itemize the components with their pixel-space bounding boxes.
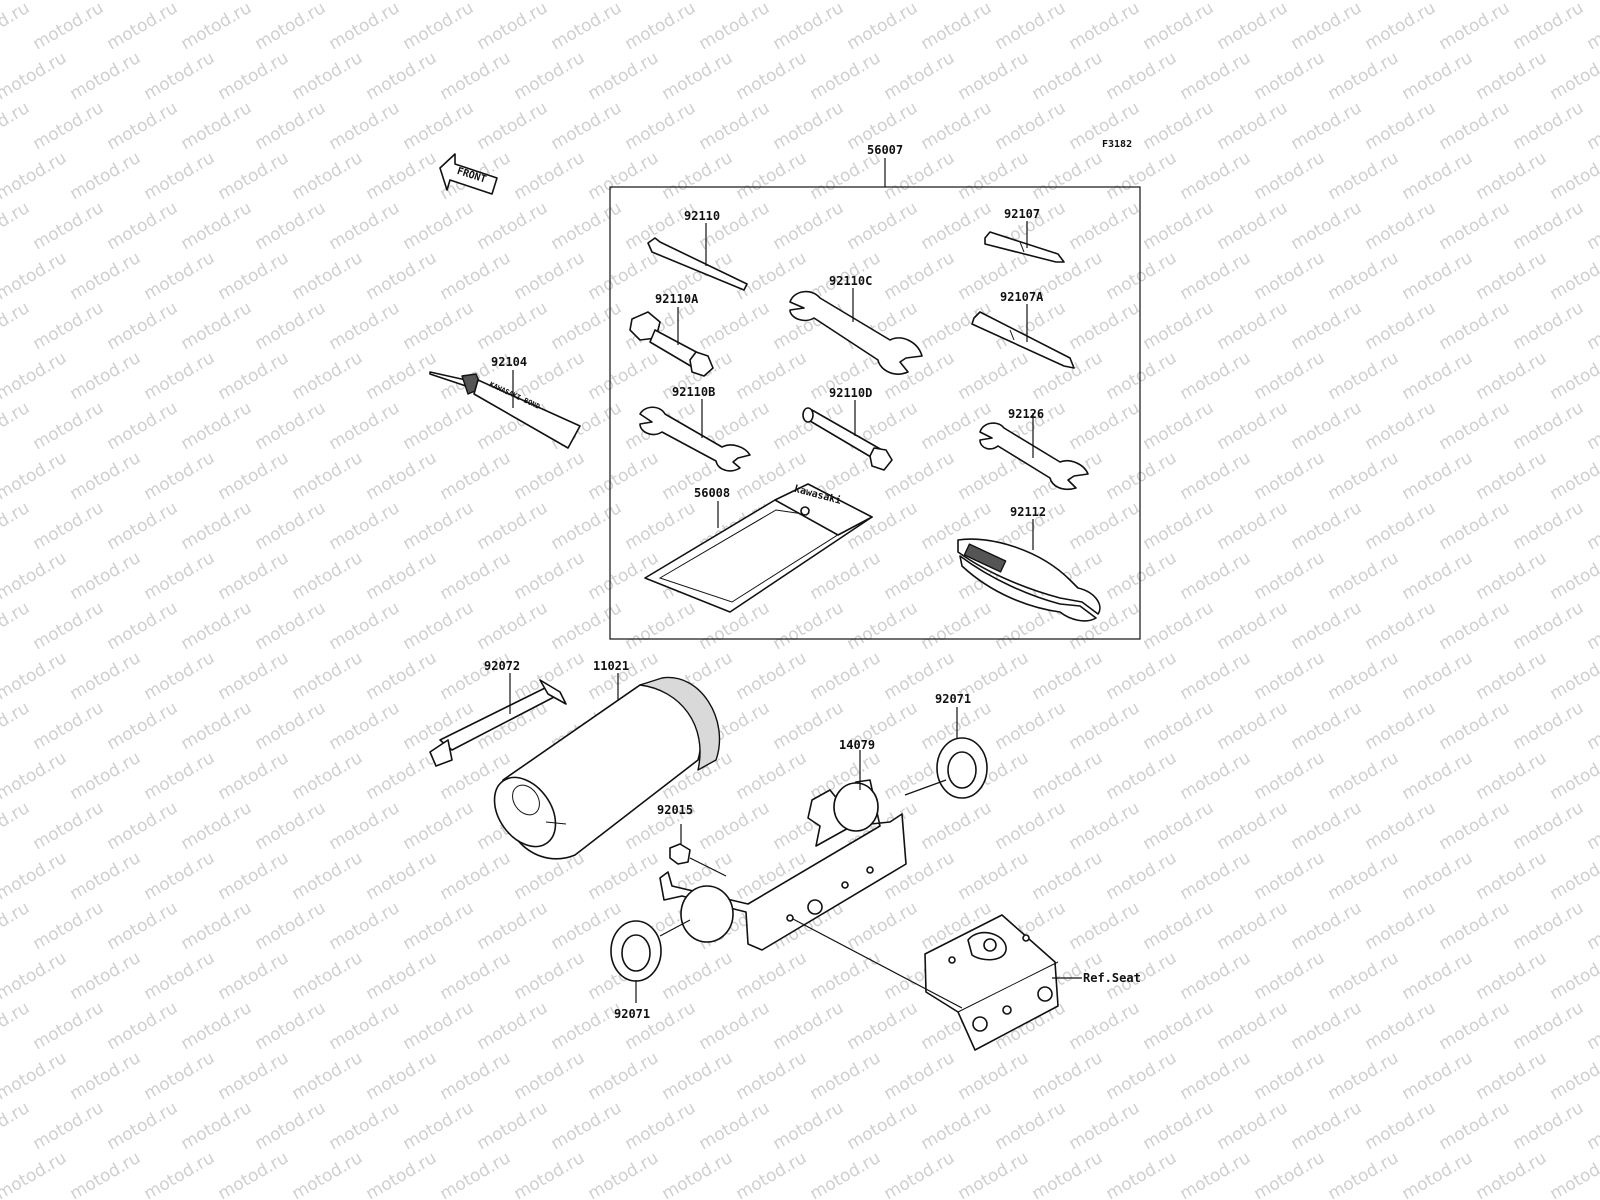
hex-key-icon [647, 237, 748, 291]
label-92071-bottom: 92071 [614, 1007, 650, 1021]
seat-bracket-plate-icon [924, 914, 1059, 1051]
grommet-top-icon [936, 737, 988, 799]
box-wrench-icon [802, 407, 893, 471]
screwdriver-icon [971, 311, 1075, 369]
front-arrow-icon: FRONT [439, 153, 498, 195]
label-92110B: 92110B [672, 385, 715, 399]
label-92110A: 92110A [655, 292, 699, 306]
nut-icon [669, 843, 691, 865]
bond-tube-icon: KAWASAKI BOND [429, 371, 581, 449]
grommet-bottom-icon [610, 920, 662, 982]
label-92112: 92112 [1010, 505, 1046, 519]
tool-case-cylinder-icon [493, 676, 721, 860]
wrench-large-icon [789, 290, 923, 375]
tool-bag-icon: kawasaki [644, 483, 873, 613]
tool-kit-box: 56007 [609, 143, 1141, 640]
label-56008: 56008 [694, 486, 730, 500]
label-92110: 92110 [684, 209, 720, 223]
label-92071-top: 92071 [935, 692, 971, 706]
label-ref-seat: Ref.Seat [1083, 971, 1141, 985]
screwdriver-bit-icon [984, 231, 1065, 263]
label-92072: 92072 [484, 659, 520, 673]
label-92104: 92104 [491, 355, 527, 369]
label-92110D: 92110D [829, 386, 872, 400]
label-92126: 92126 [1008, 407, 1044, 421]
plug-wrench-icon [629, 311, 714, 377]
label-92107: 92107 [1004, 207, 1040, 221]
wrench-small-icon [639, 406, 751, 472]
label-56007: 56007 [867, 143, 903, 157]
label-92015: 92015 [657, 803, 693, 817]
bracket-icon [659, 779, 907, 951]
pliers-icon [957, 538, 1101, 622]
figure-code: F3182 [1102, 139, 1132, 150]
label-92110C: 92110C [829, 274, 872, 288]
wrench-92126-icon [979, 422, 1089, 491]
label-11021: 11021 [593, 659, 629, 673]
label-92107A: 92107A [1000, 290, 1044, 304]
label-14079: 14079 [839, 738, 875, 752]
